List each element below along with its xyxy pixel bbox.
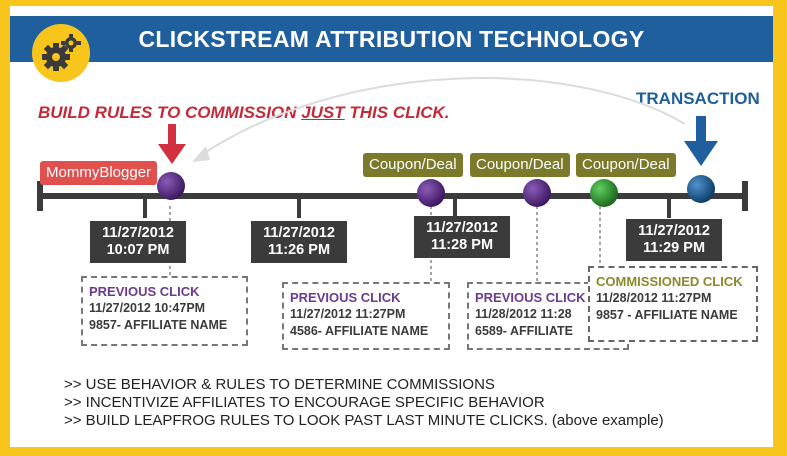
build-rules-suffix: THIS CLICK.	[344, 103, 450, 122]
timestamp-date: 11/27/2012	[102, 225, 174, 241]
bullet-line: >> INCENTIVIZE AFFILIATES TO ENCOURAGE S…	[64, 394, 545, 411]
header-banner	[10, 16, 773, 62]
timeline-tick	[143, 196, 147, 218]
leapfrog-arrow	[199, 77, 686, 157]
tag-coupon-deal: Coupon/Deal	[576, 153, 676, 177]
click-note-time: 11/27/2012 10:47PM	[89, 301, 206, 315]
timestamp-date: 11/27/2012	[426, 220, 498, 236]
build-rules-prefix: BUILD RULES TO COMMISSION	[38, 103, 302, 122]
click-note-affiliate: 9857- AFFILIATE NAME	[89, 318, 228, 332]
bullet-line: >> USE BEHAVIOR & RULES TO DETERMINE COM…	[64, 376, 495, 393]
timeline-axis	[40, 193, 745, 199]
gears-icon-graphic	[42, 34, 81, 71]
timestamp-box: 11/27/2012 11:28 PM	[414, 216, 510, 258]
page-title: CLICKSTREAM ATTRIBUTION TECHNOLOGY	[138, 26, 645, 52]
click-note-heading: PREVIOUS CLICK	[475, 290, 586, 305]
click-note-heading: PREVIOUS CLICK	[290, 290, 401, 305]
infographic-frame: CLICKSTREAM ATTRIBUTION TECHNOLOGY	[10, 6, 773, 447]
click-note-time: 11/28/2012 11:27PM	[596, 291, 712, 305]
timeline-tick	[453, 196, 457, 218]
click-dot-coupon-2	[523, 179, 551, 207]
build-rules-callout: BUILD RULES TO COMMISSION JUST THIS CLIC…	[38, 103, 450, 123]
bullet-line: >> BUILD LEAPFROG RULES TO LOOK PAST LAS…	[64, 412, 664, 429]
timestamp-date: 11/27/2012	[638, 223, 710, 239]
click-note-heading: PREVIOUS CLICK	[89, 284, 200, 299]
build-rules-emphasis: JUST	[301, 103, 345, 122]
gears-icon	[32, 24, 90, 82]
timestamp-time: 11:26 PM	[267, 242, 331, 258]
click-note: PREVIOUS CLICK 11/27/2012 10:47PM 9857- …	[81, 276, 248, 346]
build-rules-arrow	[158, 124, 186, 164]
transaction-dot	[687, 175, 715, 203]
timestamp-box: 11/27/2012 10:07 PM	[90, 221, 186, 263]
leapfrog-arrowhead	[192, 146, 210, 162]
timeline-tick	[667, 196, 671, 218]
timestamp-box: 11/27/2012 11:26 PM	[251, 221, 347, 263]
click-note-heading: COMMISSIONED CLICK	[596, 274, 743, 289]
transaction-arrow	[684, 116, 718, 166]
click-note-affiliate: 4586- AFFILIATE NAME	[290, 324, 429, 338]
tag-coupon-deal: Coupon/Deal	[470, 153, 570, 177]
click-note-time: 11/27/2012 11:27PM	[290, 307, 406, 321]
timeline-endcap-right	[742, 181, 748, 211]
summary-bullets: >> USE BEHAVIOR & RULES TO DETERMINE COM…	[64, 376, 664, 430]
click-dot-coupon-1	[417, 179, 445, 207]
timeline-tick	[297, 196, 301, 218]
click-note-time: 11/28/2012 11:28	[475, 307, 572, 321]
timestamp-date: 11/27/2012	[263, 225, 335, 241]
timeline-endcap-left	[37, 181, 43, 211]
timeline-graphic	[37, 77, 748, 282]
click-note: PREVIOUS CLICK 11/27/2012 11:27PM 4586- …	[282, 282, 450, 350]
tag-mommyblogger: MommyBlogger	[40, 161, 158, 185]
click-note-affiliate: 9857 - AFFILIATE NAME	[596, 308, 738, 322]
timestamp-box: 11/27/2012 11:29 PM	[626, 219, 722, 261]
timestamp-time: 11:29 PM	[642, 240, 706, 256]
click-dot-coupon-3	[590, 179, 618, 207]
click-dot-mommyblogger	[157, 172, 185, 200]
transaction-label: TRANSACTION	[636, 89, 760, 108]
tag-coupon-deal: Coupon/Deal	[363, 153, 463, 177]
timestamp-time: 11:28 PM	[430, 237, 494, 253]
click-note-affiliate: 6589- AFFILIATE	[475, 324, 573, 338]
timestamp-time: 10:07 PM	[106, 242, 170, 258]
commissioned-click-note: COMMISSIONED CLICK 11/28/2012 11:27PM 98…	[588, 266, 758, 342]
